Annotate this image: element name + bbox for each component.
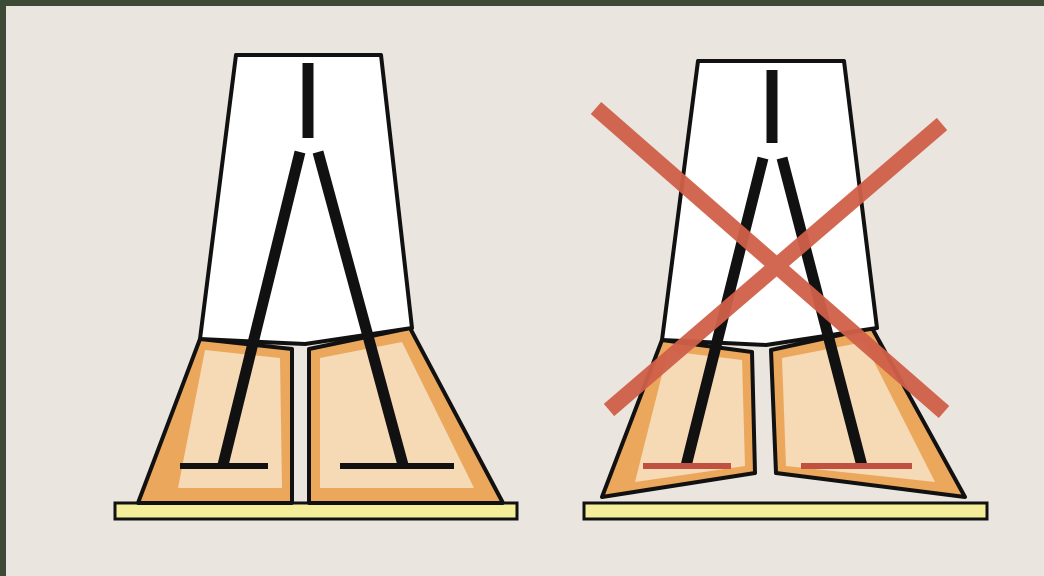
figure-incorrect <box>584 61 987 519</box>
base-plate <box>584 503 987 519</box>
lower-part-left <box>602 340 755 497</box>
figure-correct <box>115 55 517 519</box>
lower-part-right <box>309 328 503 503</box>
base-plate <box>115 503 517 519</box>
lower-part-left <box>138 339 292 503</box>
